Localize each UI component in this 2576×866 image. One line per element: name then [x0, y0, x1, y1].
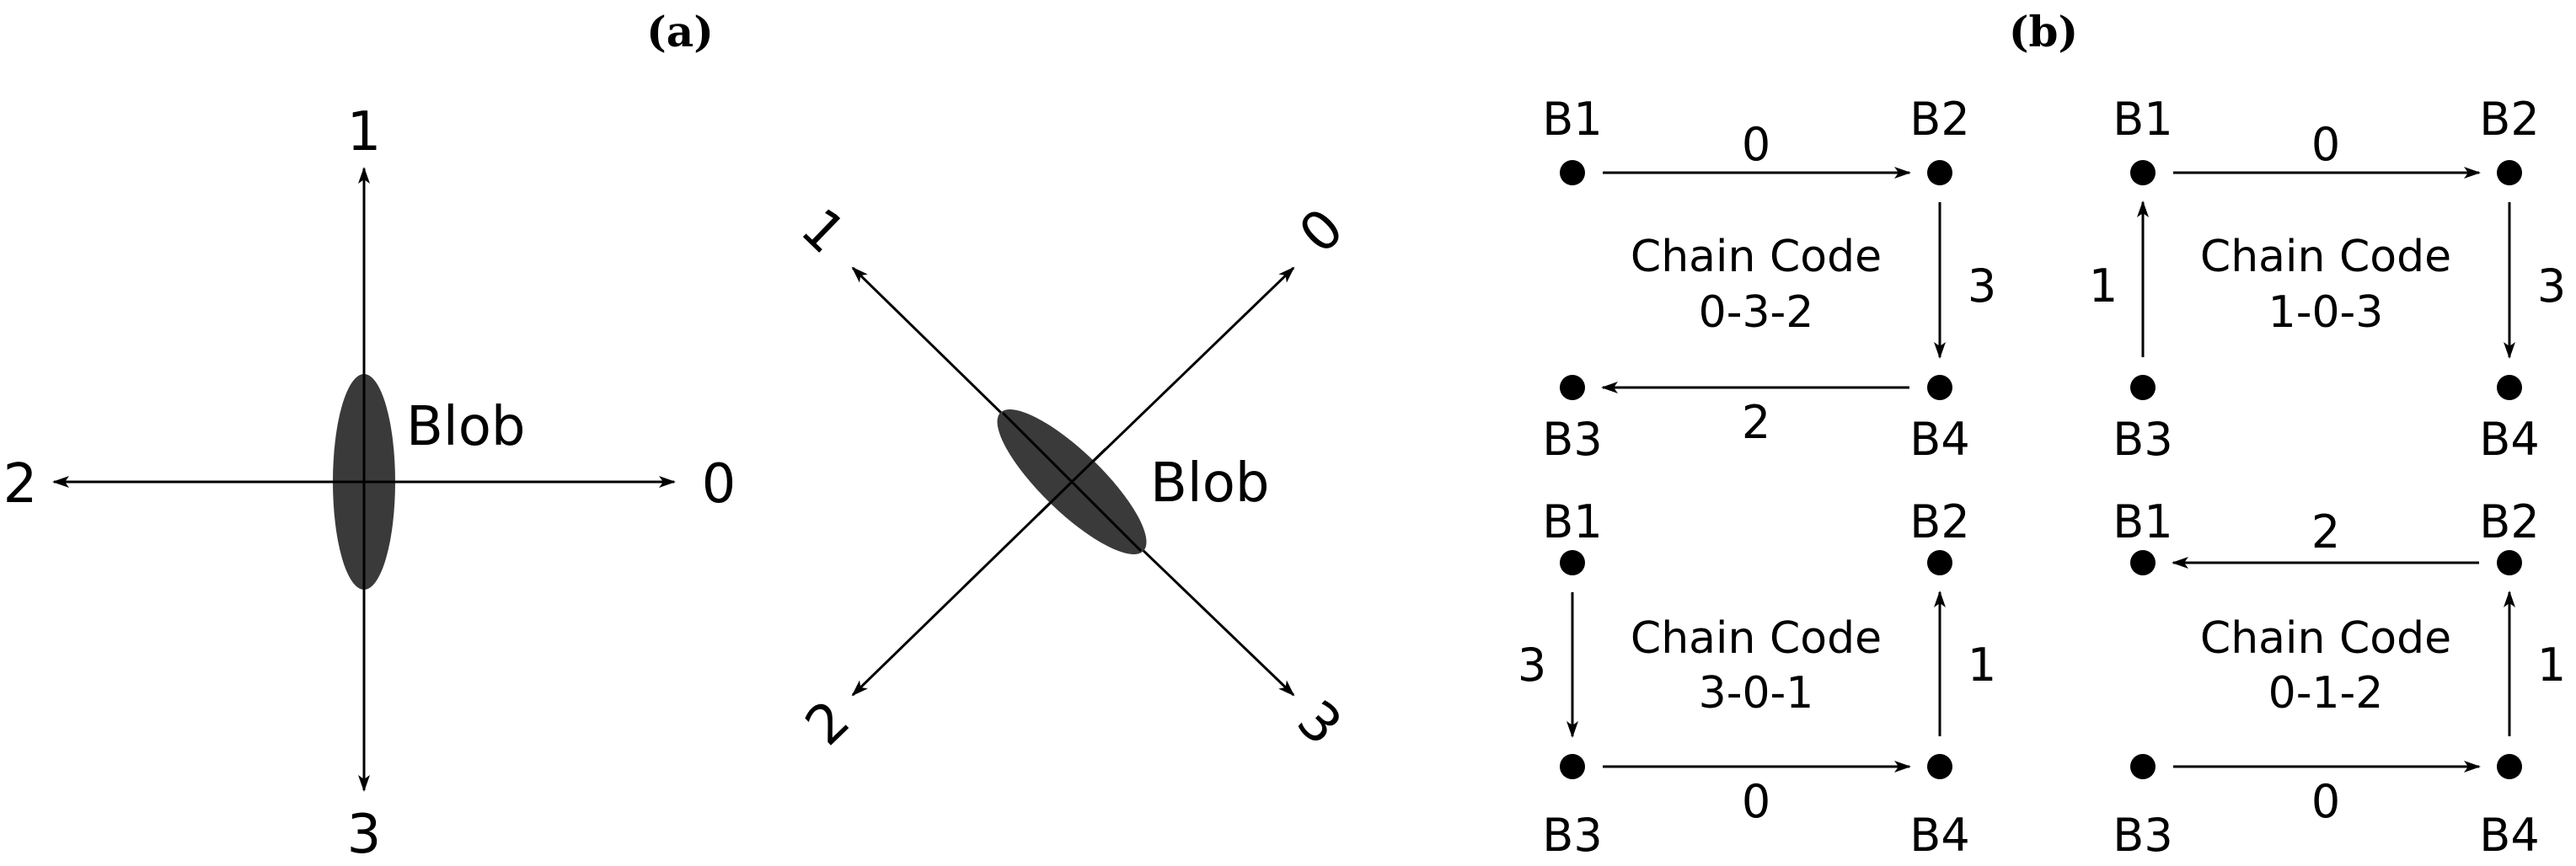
subfigure-label-b: (b) [2009, 7, 2078, 56]
chain-code-cell-0-3-2: B1 B2 B3 B4 0 3 2 Chain Code 0-3-2 [1542, 93, 1996, 466]
edge-label-left: 3 [1518, 639, 1546, 692]
chain-code-value: 0-1-2 [2268, 668, 2384, 719]
node-label-b3: B3 [2113, 413, 2172, 466]
chain-code-title: Chain Code [2200, 613, 2451, 664]
edge-label-top: 0 [2311, 118, 2340, 171]
node-b4 [2497, 754, 2522, 779]
chain-code-title: Chain Code [1631, 232, 1882, 282]
edge-label-right: 3 [1968, 259, 1996, 313]
node-b1 [1560, 160, 1585, 185]
node-b2 [1927, 160, 1952, 185]
node-b2 [1927, 550, 1952, 575]
direction-label-2: 2 [3, 453, 38, 516]
node-label-b1: B1 [1542, 495, 1602, 548]
subfigure-label-a: (a) [646, 7, 714, 56]
chain-code-title: Chain Code [2200, 232, 2451, 282]
edge-label-left: 1 [2089, 259, 2118, 313]
node-b2 [2497, 550, 2522, 575]
node-label-b4: B4 [2479, 413, 2539, 466]
node-label-b2: B2 [1909, 93, 1969, 146]
direction-label-0: 0 [702, 453, 736, 516]
node-b4 [1927, 375, 1952, 400]
axis-line-over-blob-b [1036, 447, 1107, 516]
node-label-b2: B2 [1909, 495, 1969, 548]
edge-label-right: 1 [1968, 639, 1996, 692]
node-label-b4: B4 [1909, 809, 1969, 862]
node-b3 [1560, 375, 1585, 400]
node-label-b3: B3 [2113, 809, 2172, 862]
direction-label-2: 2 [794, 689, 862, 758]
node-label-b4: B4 [2479, 809, 2539, 862]
node-label-b4: B4 [1909, 413, 1969, 466]
node-b3 [2130, 754, 2156, 779]
edge-label-bottom: 0 [1742, 775, 1770, 828]
chain-code-value: 1-0-3 [2268, 287, 2384, 338]
node-label-b2: B2 [2479, 93, 2539, 146]
direction-label-1: 1 [789, 197, 857, 266]
node-b1 [1560, 550, 1585, 575]
node-b3 [2130, 375, 2156, 400]
edge-label-top: 2 [2311, 505, 2340, 559]
panel-a-right-diagram: Blob 0 1 2 3 [789, 197, 1356, 758]
direction-label-0: 0 [1288, 197, 1356, 266]
node-label-b1: B1 [2113, 495, 2172, 548]
chain-code-cell-0-1-2: B1 B2 B3 B4 0 1 2 Chain Code 0-1-2 [2113, 495, 2566, 862]
axis-line-2 [851, 480, 1074, 697]
node-label-b1: B1 [2113, 93, 2172, 146]
node-b1 [2130, 160, 2156, 185]
axis-line-0 [1070, 266, 1295, 484]
edge-label-right: 3 [2537, 259, 2566, 313]
node-b4 [1927, 754, 1952, 779]
edge-label-right: 1 [2537, 639, 2566, 692]
edge-label-bottom: 0 [2311, 775, 2340, 828]
edge-label-top: 0 [1742, 118, 1770, 171]
blob-label: Blob [1150, 452, 1269, 515]
node-b2 [2497, 160, 2522, 185]
panel-a-left-diagram: Blob 1 0 2 3 [3, 101, 736, 866]
node-b3 [1560, 754, 1585, 779]
chain-code-cell-3-0-1: B1 B2 B3 B4 3 0 1 Chain Code 3-0-1 [1518, 495, 1996, 862]
direction-label-1: 1 [347, 101, 382, 163]
edge-label-bottom: 2 [1742, 396, 1770, 449]
node-label-b1: B1 [1542, 93, 1602, 146]
node-b1 [2130, 550, 2156, 575]
node-b4 [2497, 375, 2522, 400]
blob-label: Blob [406, 396, 525, 458]
node-label-b2: B2 [2479, 495, 2539, 548]
chain-code-title: Chain Code [1631, 613, 1882, 664]
direction-label-3: 3 [1285, 689, 1353, 758]
node-label-b3: B3 [1542, 809, 1602, 862]
chain-code-cell-1-0-3: B1 B2 B3 B4 1 0 3 Chain Code 1-0-3 [2089, 93, 2566, 466]
chain-code-value: 0-3-2 [1699, 287, 1814, 338]
chain-code-value: 3-0-1 [1699, 668, 1814, 719]
direction-label-3: 3 [347, 804, 382, 866]
node-label-b3: B3 [1542, 413, 1602, 466]
